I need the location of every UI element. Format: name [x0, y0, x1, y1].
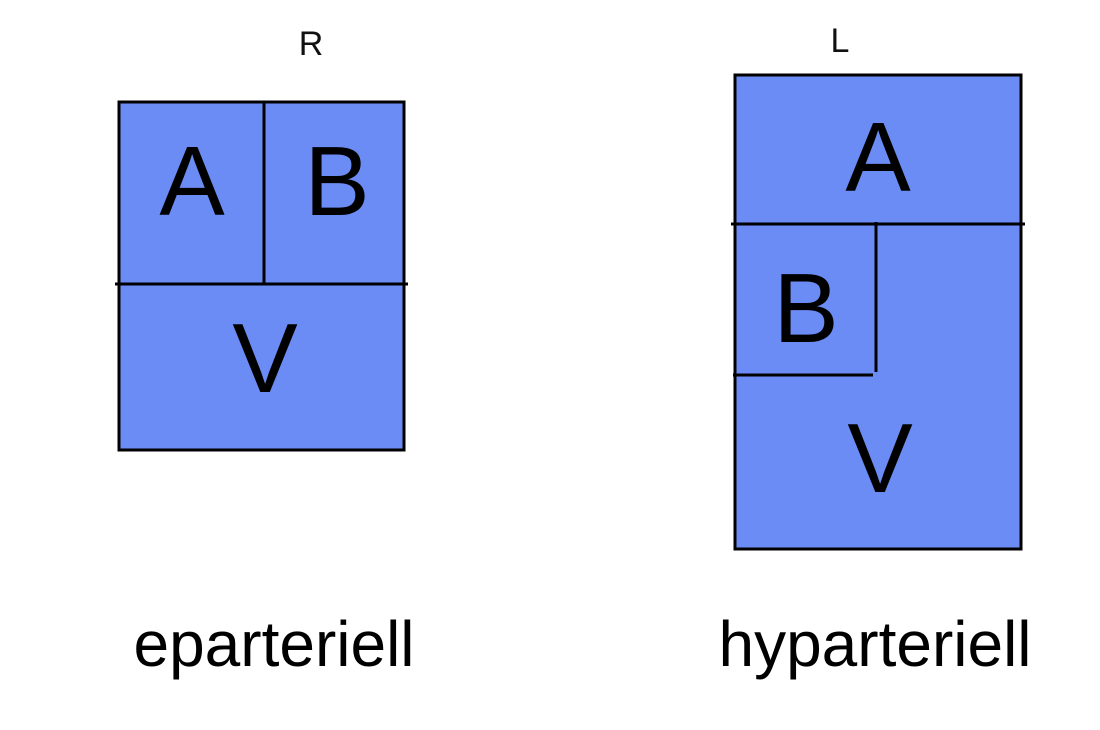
label-a-left: A — [159, 126, 225, 236]
label-b-left: B — [304, 126, 369, 236]
label-a-right: A — [845, 102, 911, 212]
eparterial-diagram: R A B V eparteriell — [115, 25, 415, 680]
left-diagram-box — [117, 100, 406, 452]
label-b-right: B — [773, 253, 838, 363]
caption-hyparteriell: hyparteriell — [718, 608, 1031, 680]
label-v-left: V — [232, 303, 297, 413]
label-v-right: V — [847, 403, 912, 513]
side-label-right: R — [299, 25, 324, 63]
caption-eparteriell: eparteriell — [133, 608, 414, 680]
hyparterial-diagram: L A B V hyparteriell — [718, 22, 1031, 680]
side-label-left: L — [831, 22, 850, 60]
right-diagram-box — [733, 73, 1023, 551]
